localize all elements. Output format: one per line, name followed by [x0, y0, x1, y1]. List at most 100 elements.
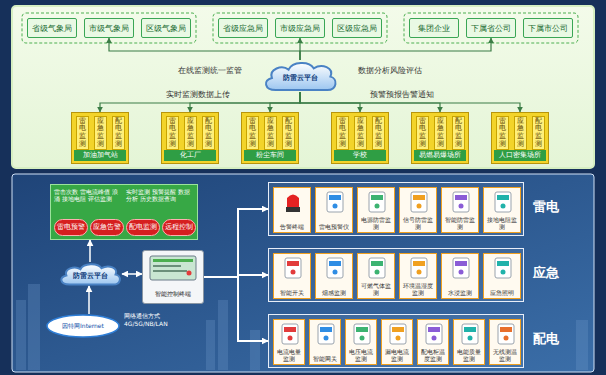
sensor-item: 智能开关 — [273, 253, 311, 299]
sensor-item: 烟感监测 — [315, 253, 353, 299]
site-panel: 粉尘车间雷电监测应急监测配电监测 — [241, 112, 299, 164]
node-label: 应急监测 — [97, 118, 104, 149]
node-label: 化工厂 — [164, 150, 216, 161]
sensor-item: 雷电预警仪 — [315, 187, 353, 233]
bottom-panel — [12, 174, 594, 372]
cloud-platform: 防雷云平台 — [262, 60, 338, 92]
connector — [270, 92, 300, 112]
site-panel: 学校雷电监测应急监测配电监测 — [331, 112, 389, 164]
node-label: 无线测温监测 — [491, 348, 519, 362]
function-pill: 远程控制 — [162, 219, 196, 236]
node-label: 接地电阻监测 — [485, 216, 519, 230]
node-label: 雷电预警仪 — [317, 223, 351, 230]
connector — [300, 38, 491, 60]
sensor-item: 信号防雷监测 — [399, 187, 437, 233]
node-label: 市级气象局 — [89, 23, 129, 34]
connector — [109, 38, 300, 60]
node-label: 应急 — [533, 264, 559, 282]
node-label: 防雷云平台 — [283, 73, 318, 83]
monitor-module: 应急监测 — [94, 116, 107, 150]
node-label: 雷电 — [533, 198, 559, 216]
device-icon — [358, 190, 396, 214]
agency-box: 省级气象局 — [27, 18, 77, 38]
monitor-module: 配电监测 — [282, 116, 295, 150]
node-label: 电源防雷监测 — [359, 216, 393, 230]
site-panel: 加油加气站雷电监测应急监测配电监测 — [71, 112, 129, 164]
annotation-text: 在线监测统一监管 — [178, 66, 248, 76]
agency-box: 区级应急局 — [332, 18, 382, 38]
sensor-item: 无线测温监测 — [489, 319, 521, 365]
monitor-module: 应急监测 — [514, 116, 527, 150]
sensor-item: 漏电电流监测 — [381, 319, 413, 365]
node-label: 配电监测 — [115, 118, 122, 149]
node-label: 雷电监测 — [499, 118, 506, 149]
node-label: 应急照明 — [485, 289, 519, 296]
device-icon — [316, 256, 354, 280]
device-icon — [274, 322, 306, 346]
node-label: 水浸监测 — [443, 289, 477, 296]
device-icon — [310, 322, 342, 346]
node-label: 易燃易爆场所 — [414, 150, 466, 161]
site-panel: 易燃易爆场所雷电监测 应急监测 配电监测 — [411, 112, 469, 164]
node-label: 配电 — [533, 330, 559, 348]
node-label: 区级应急局 — [337, 23, 377, 34]
node-label: 防雷云平台 — [73, 271, 108, 281]
node-label: 信号防雷监测 — [401, 216, 435, 230]
agency-box: 市级应急局 — [275, 18, 325, 38]
device-row: 应急智能开关烟感监测可燃气体监测环境温湿度监测水浸监测应急照明 — [268, 248, 524, 302]
controller-device: 智能控制终端 — [142, 250, 204, 304]
node-label: 下属省公司 — [471, 23, 511, 34]
sensor-item: 电流电量监测 — [273, 319, 305, 365]
node-label: 应急监测 — [437, 118, 444, 149]
connector — [88, 286, 90, 314]
node-label: 集团企业 — [418, 23, 450, 34]
device-icon — [346, 322, 378, 346]
sensor-item: 水浸监测 — [441, 253, 479, 299]
device-icon — [400, 256, 438, 280]
node-label: 应急监测 — [187, 118, 194, 149]
node-label: 智能开关 — [275, 289, 309, 296]
sensor-item: 智能网关 — [309, 319, 341, 365]
node-label: 电压电流监测 — [347, 348, 375, 362]
node-label: 告警终端 — [275, 223, 309, 230]
sensor-item: 电压电流监测 — [345, 319, 377, 365]
sensor-item: 智能防雷监测 — [441, 187, 479, 233]
annotation-text: 实时监测数据上传 — [166, 90, 236, 100]
node-label: 配电监测 — [535, 118, 542, 149]
node-label: 电能质量监测 — [455, 348, 483, 362]
monitor-module: 雷电监测 — [76, 116, 89, 150]
node-label: 配电监测 — [205, 118, 212, 149]
device-row: 配电电流电量监测智能网关电压电流监测漏电电流监测配电柜温度监测电能质量监测无线测… — [268, 314, 524, 368]
function-pill: 配电监测 — [126, 219, 160, 236]
node-label: 区级气象局 — [146, 23, 186, 34]
node-label: 电流电量监测 — [275, 348, 303, 362]
device-icon — [316, 190, 354, 214]
node-label: 配电监测 — [285, 118, 292, 149]
device-icon — [418, 322, 450, 346]
monitor-module: 配电监测 — [452, 116, 465, 150]
node-label: 雷击次数 雷电流峰值 浪涌 接地电阻 评估监测 — [51, 185, 123, 205]
node-label: 应急监测 — [267, 118, 274, 149]
monitor-module: 应急监测 — [354, 116, 367, 150]
annotation-text: 数据分析风险评估 — [358, 66, 428, 76]
agency-box: 集团企业 — [409, 18, 459, 38]
agency-box: 市级气象局 — [84, 18, 134, 38]
node-label: 市级应急局 — [280, 23, 320, 34]
node-label: 配电监测 — [375, 118, 382, 149]
monitor-module: 雷电监测 — [166, 116, 179, 150]
cloud-platform: 防雷云平台 — [58, 262, 122, 286]
node-label: 应急监测 — [517, 118, 524, 149]
device-icon — [484, 256, 522, 280]
monitor-module: 配电监测 — [112, 116, 125, 150]
node-label: 实时监测 预警提醒 数据分析 历史数据查询 — [123, 185, 195, 205]
device-icon — [442, 256, 480, 280]
internet-cloud: 因特网Internet — [46, 314, 120, 338]
node-label: 粉尘车间 — [244, 150, 296, 161]
monitor-module: 雷电监测 — [496, 116, 509, 150]
device-icon — [484, 190, 522, 214]
device-icon — [400, 190, 438, 214]
monitor-module: 应急监测 — [264, 116, 277, 150]
monitor-module: 雷电监测 — [416, 116, 429, 150]
node-label: 雷电预警 — [57, 223, 85, 232]
node-label: 漏电电流监测 — [383, 348, 411, 362]
